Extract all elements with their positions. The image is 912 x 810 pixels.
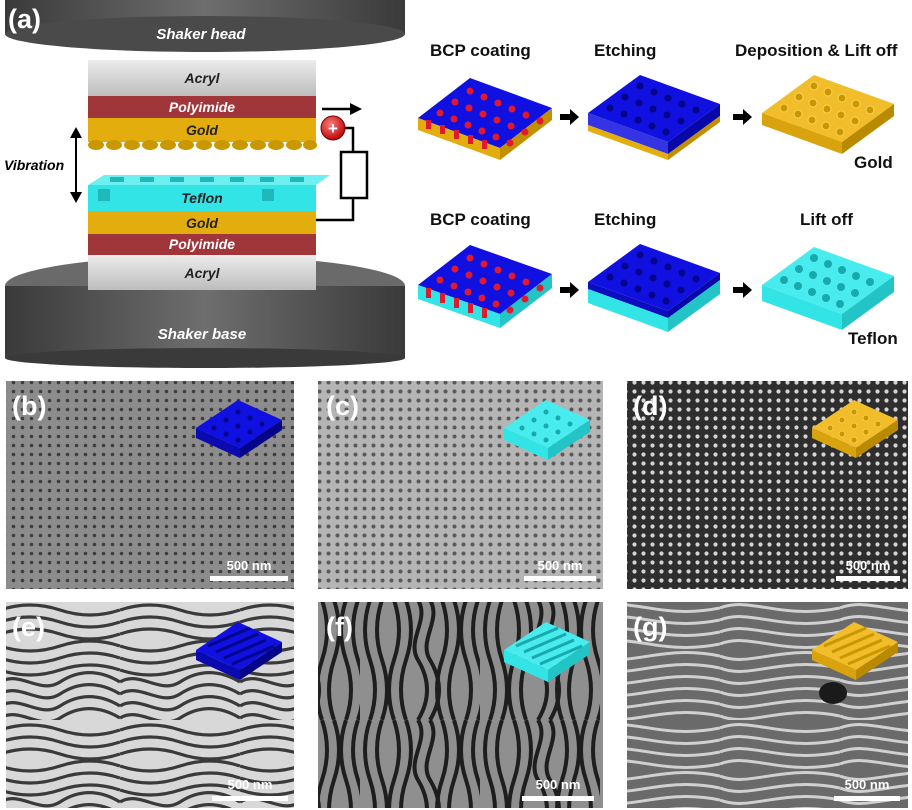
shaker-head-label: Shaker head — [156, 26, 246, 43]
panel-f-label: (f) — [326, 612, 353, 642]
inset-cyan-holes-icon — [504, 400, 590, 460]
top-polyimide-label: Polyimide — [169, 99, 235, 115]
sem-panel-c: 500 nm (c) — [318, 381, 603, 589]
scale-bar-b — [210, 576, 288, 581]
gold-etching-block — [588, 75, 720, 160]
scale-label-b: 500 nm — [227, 558, 272, 573]
inset-blue-holes-icon — [196, 400, 282, 458]
bottom-polyimide-label: Polyimide — [169, 236, 235, 252]
top-layer-stack: Acryl Polyimide Gold — [88, 60, 317, 150]
sem-panel-b: 500 nm (b) — [6, 381, 294, 589]
charge-flow-arrow — [322, 103, 362, 115]
shaker-head: Shaker head — [5, 0, 405, 52]
panel-a-label: (a) — [8, 4, 41, 34]
vibration-arrow: Vibration — [4, 127, 82, 203]
scale-bar-d — [836, 576, 900, 581]
defect-spot — [819, 682, 847, 704]
teflon-step-1-label: BCP coating — [430, 210, 531, 229]
gold-nanopillars-row — [88, 140, 317, 150]
positive-charge-icon: + — [320, 115, 346, 141]
teflon-holes — [98, 177, 304, 201]
scale-label-c: 500 nm — [538, 558, 583, 573]
panel-e-label: (e) — [12, 612, 45, 642]
inset-blue-lines-icon — [196, 622, 282, 680]
scale-bar-c — [524, 576, 596, 581]
inset-gold-pillars-icon — [812, 400, 898, 458]
scale-label-f: 500 nm — [536, 777, 581, 792]
sem-panel-d: 500 nm (d) — [627, 381, 908, 589]
gold-step-3-label: Deposition & Lift off — [735, 41, 898, 60]
gold-arrow-1 — [560, 109, 579, 125]
bottom-gold-label: Gold — [186, 215, 218, 231]
teflon-lift-off-block — [762, 247, 894, 330]
panel-g-label: (g) — [633, 612, 667, 642]
vibration-label: Vibration — [4, 157, 64, 173]
gold-result-label: Gold — [854, 153, 893, 172]
sem-panel-f: 500 nm (f) — [318, 602, 603, 808]
teflon-bcp-coating-block — [418, 245, 552, 328]
bottom-teflon-label: Teflon — [181, 190, 222, 206]
process-flow: BCP coating Etching Deposition & Lift of… — [418, 41, 898, 348]
scale-label-e: 500 nm — [228, 777, 273, 792]
scale-bar-g — [834, 796, 900, 801]
gold-arrow-2 — [733, 109, 752, 125]
sem-panel-g: 500 nm (g) — [627, 602, 908, 808]
scale-label-g: 500 nm — [845, 777, 890, 792]
panel-b-label: (b) — [12, 391, 46, 421]
scale-bar-e — [212, 796, 288, 801]
teflon-step-2-label: Etching — [594, 210, 656, 229]
top-gold-label: Gold — [186, 122, 218, 138]
inset-cyan-lines-icon — [504, 622, 590, 682]
gold-bcp-coating-block — [418, 78, 552, 160]
teflon-etching-block — [588, 244, 720, 332]
teflon-arrow-2 — [733, 282, 752, 298]
gold-step-1-label: BCP coating — [430, 41, 531, 60]
panel-c-label: (c) — [326, 391, 359, 421]
panel-d-label: (d) — [633, 391, 667, 421]
teflon-step-3-label: Lift off — [800, 210, 853, 229]
plus-sign: + — [328, 119, 338, 138]
bottom-acryl-label-front: Acryl — [183, 265, 220, 281]
top-acryl-label: Acryl — [183, 70, 220, 86]
inset-gold-lines-icon — [812, 622, 898, 680]
gold-lift-off-block — [762, 75, 894, 154]
scale-bar-f — [522, 796, 594, 801]
teflon-result-label: Teflon — [848, 329, 898, 348]
sem-panel-e: 500 nm (e) — [6, 602, 294, 808]
shaker-base-label: Shaker base — [158, 326, 246, 343]
scale-label-d: 500 nm — [846, 558, 891, 573]
panel-a-device: Shaker head Acryl Polyimide Gold — [4, 0, 405, 368]
circuit-load — [316, 126, 369, 222]
teflon-arrow-1 — [560, 282, 579, 298]
shaker-base: Acryl Shaker base — [5, 255, 405, 368]
gold-step-2-label: Etching — [594, 41, 656, 60]
